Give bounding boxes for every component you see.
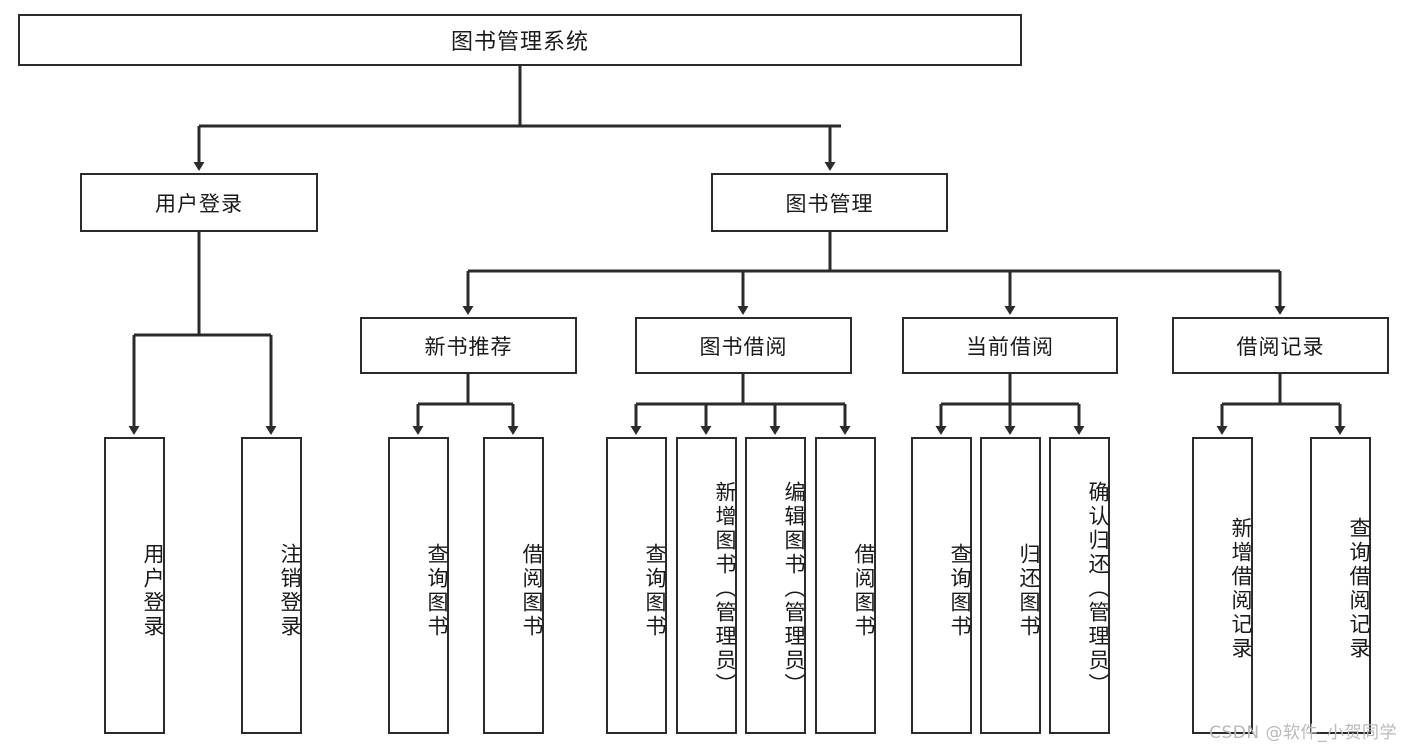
node-borrow-record[interactable]: 借阅记录 xyxy=(1172,317,1389,374)
node-label: 用户登录 xyxy=(155,191,243,216)
leaf-book-borrow-query[interactable]: 查询图书 xyxy=(606,437,667,734)
leaf-book-borrow-edit[interactable]: 编辑图书（管理员） xyxy=(745,437,806,734)
node-label: 注销登录 xyxy=(278,542,302,639)
leaf-user-login-logout[interactable]: 注销登录 xyxy=(241,437,302,734)
node-new-book-recommend[interactable]: 新书推荐 xyxy=(360,317,577,374)
node-label: 图书借阅 xyxy=(699,334,788,359)
node-label: 查询借阅记录 xyxy=(1347,516,1371,661)
node-current-borrow[interactable]: 当前借阅 xyxy=(902,317,1118,374)
node-root-system[interactable]: 图书管理系统 xyxy=(18,14,1022,66)
node-book-management[interactable]: 图书管理 xyxy=(711,173,948,232)
node-book-borrow[interactable]: 图书借阅 xyxy=(635,317,852,374)
leaf-current-borrow-return[interactable]: 归还图书 xyxy=(980,437,1041,734)
node-label: 查询图书 xyxy=(425,542,449,639)
watermark: CSDN @软件_小贺同学 xyxy=(1209,723,1397,743)
node-label: 新增借阅记录 xyxy=(1229,516,1253,661)
node-label: 借阅记录 xyxy=(1236,334,1325,359)
node-label: 编辑图书（管理员） xyxy=(782,480,806,697)
leaf-current-borrow-confirm-return[interactable]: 确认归还（管理员） xyxy=(1049,437,1110,734)
node-label: 用户登录 xyxy=(141,542,165,639)
leaf-book-borrow-add[interactable]: 新增图书（管理员） xyxy=(676,437,737,734)
leaf-current-borrow-query[interactable]: 查询图书 xyxy=(911,437,972,734)
node-label: 借阅图书 xyxy=(852,542,876,639)
node-label: 查询图书 xyxy=(948,542,972,639)
node-label: 新书推荐 xyxy=(424,334,513,359)
leaf-new-book-query[interactable]: 查询图书 xyxy=(388,437,449,734)
node-label: 归还图书 xyxy=(1017,542,1041,639)
node-label: 图书管理 xyxy=(785,191,874,216)
node-label: 当前借阅 xyxy=(966,334,1054,359)
leaf-new-book-borrow[interactable]: 借阅图书 xyxy=(483,437,544,734)
node-user-login[interactable]: 用户登录 xyxy=(80,173,318,232)
node-label: 查询图书 xyxy=(643,542,667,639)
leaf-borrow-record-add[interactable]: 新增借阅记录 xyxy=(1192,437,1253,734)
node-label: 新增图书（管理员） xyxy=(713,480,737,697)
node-label: 确认归还（管理员） xyxy=(1086,480,1110,697)
node-label: 图书管理系统 xyxy=(450,30,589,55)
leaf-borrow-record-query[interactable]: 查询借阅记录 xyxy=(1310,437,1371,734)
leaf-book-borrow-borrow[interactable]: 借阅图书 xyxy=(815,437,876,734)
node-label: 借阅图书 xyxy=(520,542,544,639)
leaf-user-login-login[interactable]: 用户登录 xyxy=(104,437,165,734)
